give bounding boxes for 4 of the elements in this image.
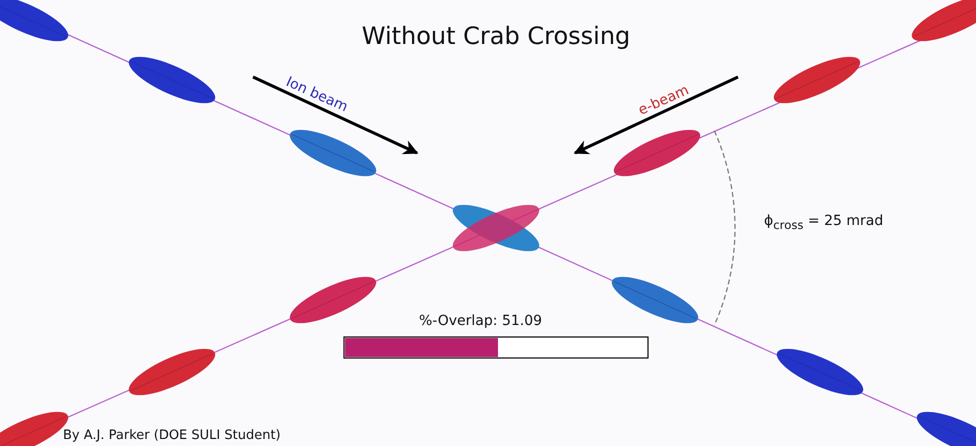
- credit-text: By A.J. Parker (DOE SULI Student): [63, 428, 281, 443]
- overlap-label: %-Overlap: 51.09: [419, 313, 542, 329]
- crossing-angle-label: ϕ$_{cross}$ = 25 mrad: [764, 213, 884, 232]
- diagram-title: Without Crab Crossing: [360, 22, 632, 50]
